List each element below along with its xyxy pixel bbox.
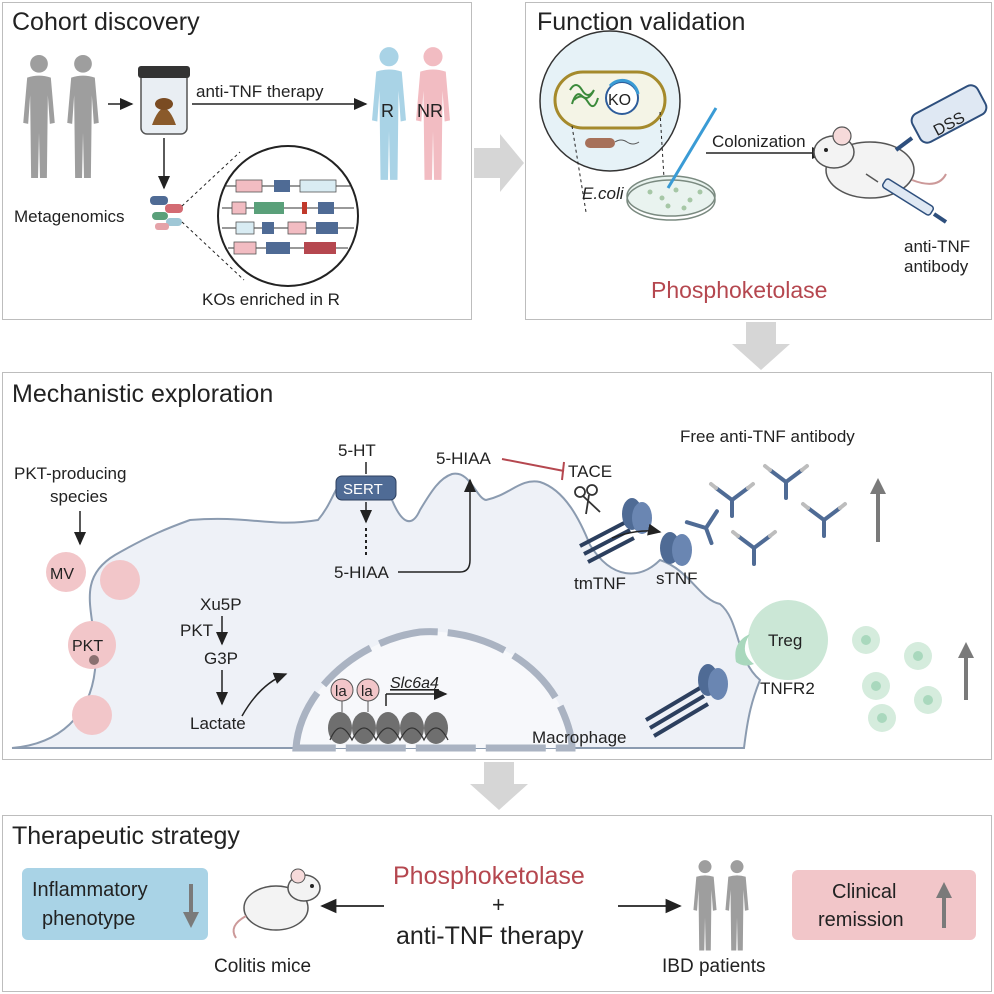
gene-label: Slc6a4 xyxy=(390,675,439,692)
tnfr2-label: TNFR2 xyxy=(760,679,815,698)
cohort-discovery-graphic: anti-TNF therapy R NR Metagenomics xyxy=(14,47,450,309)
lactate-label: Lactate xyxy=(190,714,246,733)
pkt-species-label-line2: species xyxy=(50,487,108,506)
increase-arrow-antibody xyxy=(870,478,886,542)
mechanistic-graphic: PKT-producing species MV PKT 5-HT SERT 5… xyxy=(11,427,974,752)
increase-arrow-icon xyxy=(936,882,952,928)
pkt-label: PKT xyxy=(72,638,103,655)
inflammatory-label-line1: Inflammatory xyxy=(32,879,148,901)
clinical-label-line2: remission xyxy=(818,909,904,931)
dss-bottle-icon: DSS xyxy=(894,84,988,152)
pkt-species-label-line1: PKT-producing xyxy=(14,464,126,483)
antibody-tips xyxy=(709,464,847,538)
function-validation-title: Function validation xyxy=(537,8,746,36)
knockout-label: KO xyxy=(608,92,631,109)
hiaa-inner-label: 5-HIAA xyxy=(334,563,389,582)
responder-label: R xyxy=(381,101,394,121)
syringe-icon xyxy=(865,173,948,224)
macrophage-cell xyxy=(11,472,762,749)
hiaa-outer-label: 5-HIAA xyxy=(436,449,491,468)
pkt-step-label: PKT xyxy=(180,621,213,640)
function-validation-graphic: KO E.coli Colonization DSS anti-TNF anti… xyxy=(539,30,988,303)
flow-arrow-down-2 xyxy=(470,762,528,810)
ibd-patients-label: IBD patients xyxy=(662,956,766,977)
xu5p-label: Xu5P xyxy=(200,595,242,614)
stool-jar-icon xyxy=(138,66,190,135)
clinical-label-line1: Clinical xyxy=(832,881,896,903)
clinical-remission-box xyxy=(792,870,976,940)
inflammatory-phenotype-box xyxy=(22,868,208,940)
sert-label: SERT xyxy=(343,481,383,498)
g3p-label: G3P xyxy=(204,649,238,668)
mechanistic-exploration-title: Mechanistic exploration xyxy=(12,380,274,408)
antibody-label-line1: anti-TNF xyxy=(904,237,970,256)
therapy-label: anti-TNF therapy xyxy=(196,82,324,101)
inflammatory-label-line2: phenotype xyxy=(42,908,135,930)
tace-label: TACE xyxy=(568,462,612,481)
macrophage-label: Macrophage xyxy=(532,728,627,747)
stnf-label: sTNF xyxy=(656,569,698,588)
bacterium-zoom-circle: KO xyxy=(539,30,681,172)
stnf-trimer xyxy=(660,532,692,566)
chromatin xyxy=(328,712,449,744)
therapeutic-strategy-title: Therapeutic strategy xyxy=(12,822,240,850)
la-label-2: la xyxy=(361,683,373,700)
antibody-label-line2: antibody xyxy=(904,257,969,276)
colitis-mouse-icon xyxy=(232,868,321,939)
expanded-treg-cells xyxy=(852,626,942,732)
serotonin-label: 5-HT xyxy=(338,441,376,460)
la-label-1: la xyxy=(335,683,347,700)
treg-label: Treg xyxy=(768,631,802,650)
flow-arrow-down-1 xyxy=(732,322,790,370)
kos-enriched-label: KOs enriched in R xyxy=(202,290,340,309)
cohort-discovery-title: Cohort discovery xyxy=(12,8,200,36)
colitis-mice-label: Colitis mice xyxy=(214,956,311,977)
plus-label: + xyxy=(492,892,505,917)
increase-arrow-treg xyxy=(958,642,974,700)
phosphoketolase-label: Phosphoketolase xyxy=(651,277,827,303)
tmtnf-label: tmTNF xyxy=(574,574,626,593)
ibd-patient-icons xyxy=(693,860,749,951)
metagenomics-label: Metagenomics xyxy=(14,207,125,226)
bacteria-cluster-icon xyxy=(150,196,183,230)
treg-cell xyxy=(735,600,828,680)
therapeutic-therapy-label: anti-TNF therapy xyxy=(396,922,584,950)
therapeutic-enzyme-label: Phosphoketolase xyxy=(393,862,585,890)
flow-arrow-right xyxy=(474,134,524,192)
tmtnf-trimer xyxy=(579,498,652,564)
patient-icons xyxy=(23,54,99,179)
membrane-vesicles xyxy=(46,552,140,735)
scissors-icon xyxy=(574,484,601,515)
therapeutic-graphic: Inflammatory phenotype Colitis mice Phos… xyxy=(22,860,976,977)
sert-transporter xyxy=(335,475,397,501)
decrease-arrow-icon xyxy=(183,884,199,928)
free-antibodies xyxy=(684,468,842,566)
mv-label: MV xyxy=(50,566,74,583)
free-antibody-label: Free anti-TNF antibody xyxy=(680,427,855,446)
genome-zoom-circle xyxy=(217,145,359,287)
nonresponder-label: NR xyxy=(417,101,443,121)
lactylation-marks xyxy=(330,678,380,712)
macrophage-tnf-receptor xyxy=(644,664,728,738)
petri-dish-icon xyxy=(626,107,718,221)
ecoli-label: E.coli xyxy=(582,184,625,203)
colonization-label: Colonization xyxy=(712,132,806,151)
